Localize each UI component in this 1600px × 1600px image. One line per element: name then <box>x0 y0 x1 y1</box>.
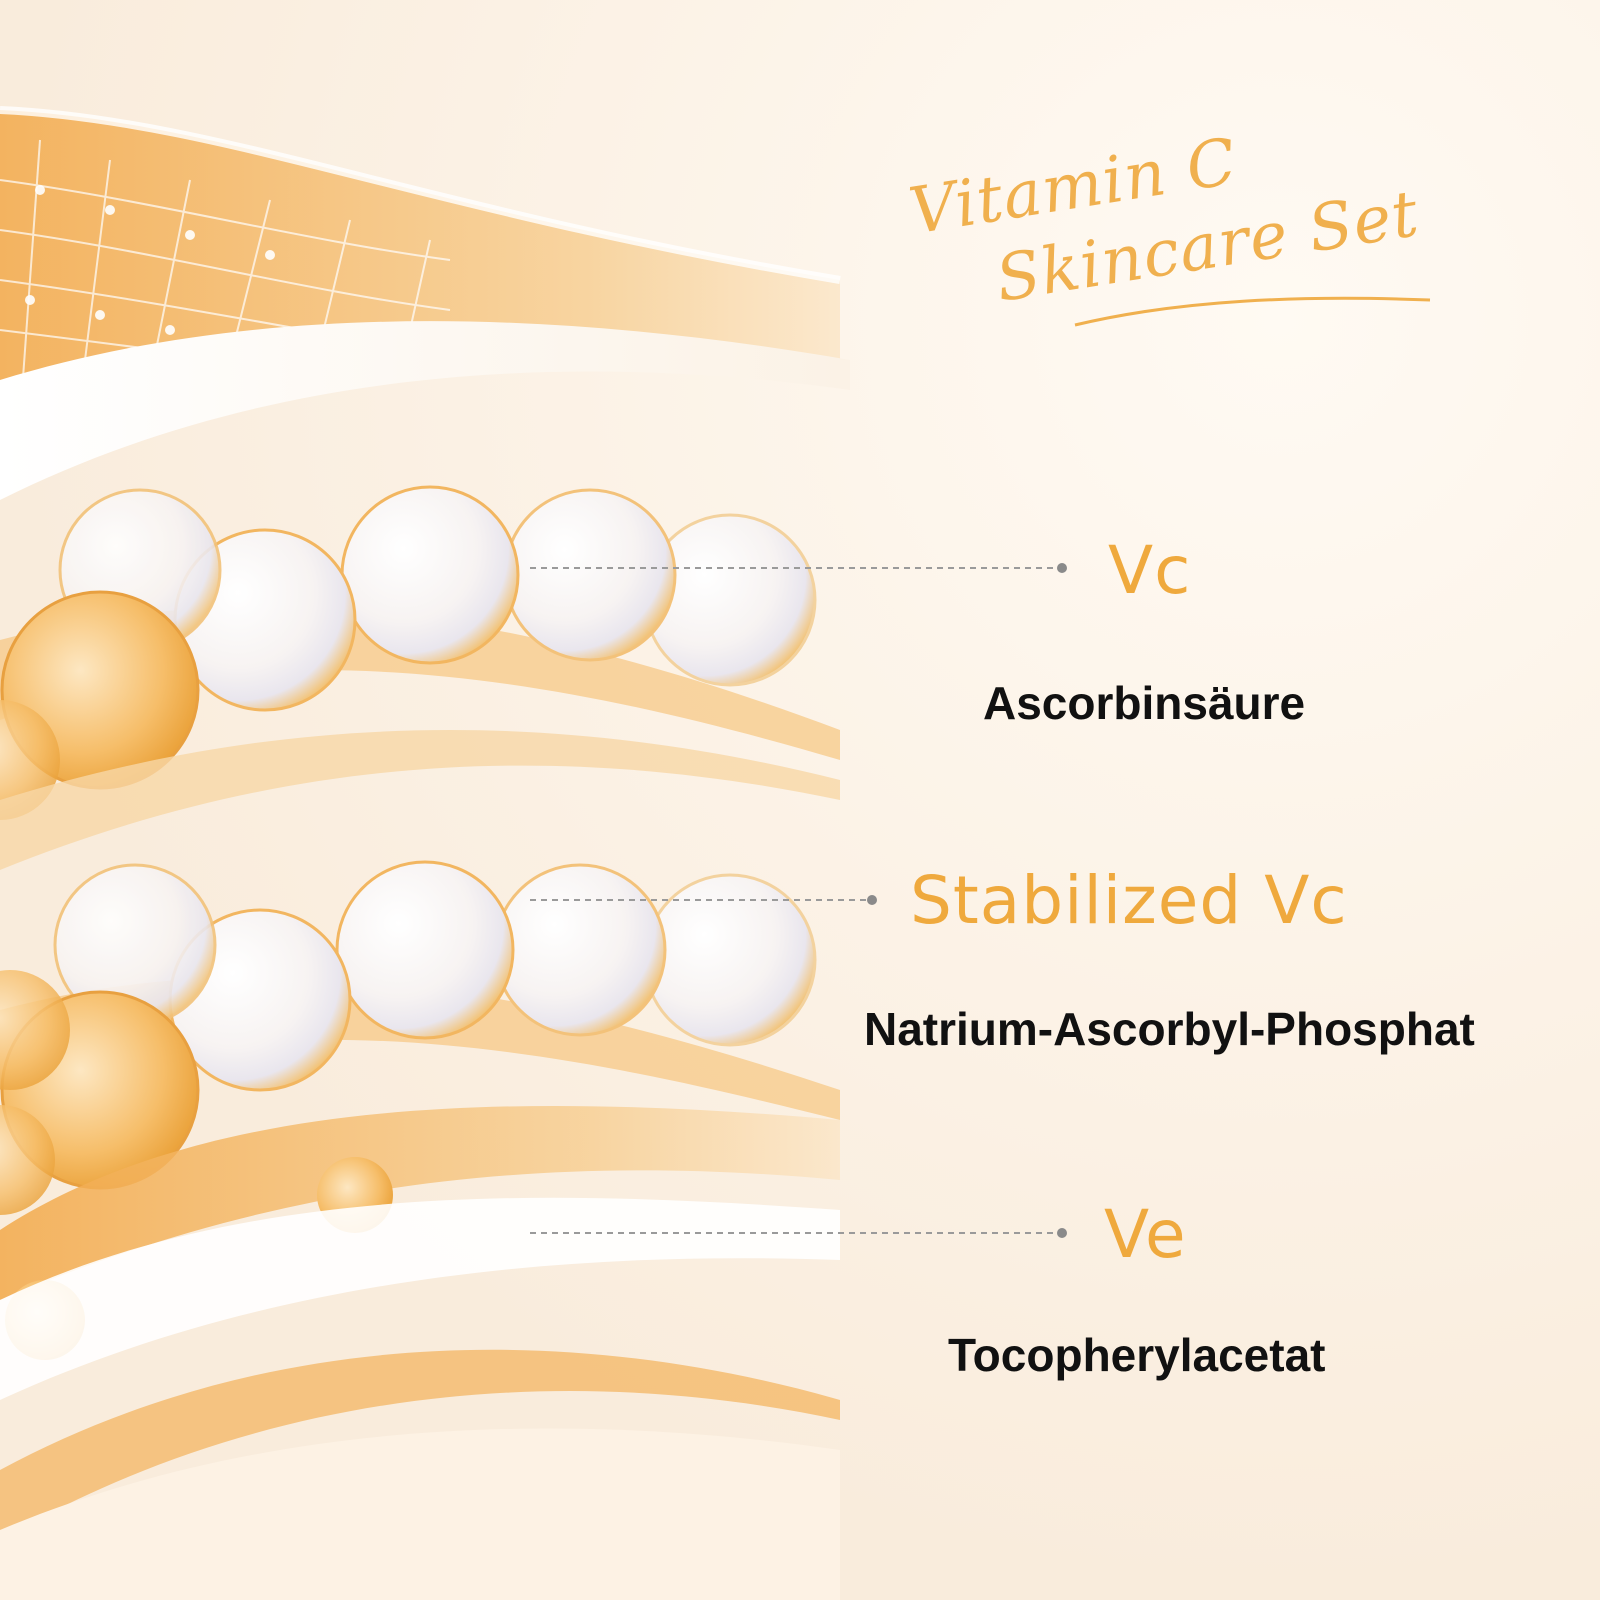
ingredient-label-stabilized-vc: Stabilized Vc <box>910 862 1348 939</box>
ingredient-label-vc: Vc <box>1108 532 1192 609</box>
ingredient-name-tocopherylacetat: Tocopherylacetat <box>948 1329 1326 1381</box>
ingredient-name-ascorbinsaeure: Ascorbinsäure <box>983 677 1306 729</box>
ingredient-name-natrium-ascorbyl-phosphat: Natrium-Ascorbyl-Phosphat <box>864 1003 1475 1055</box>
ingredient-label-ve: Ve <box>1104 1196 1187 1273</box>
